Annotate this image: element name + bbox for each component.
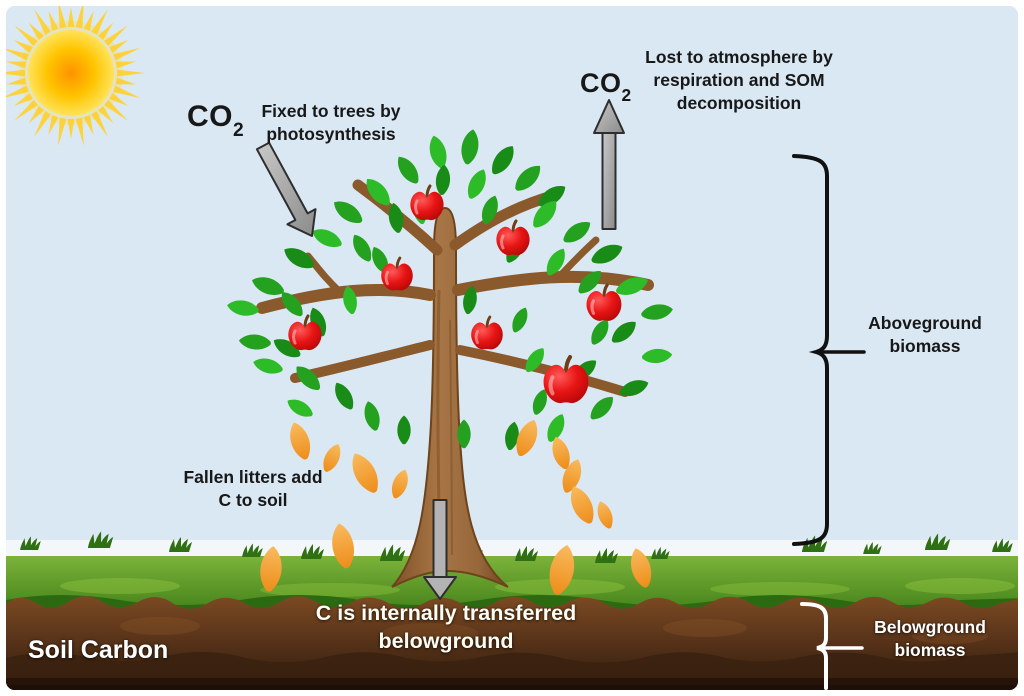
co2-label-right: CO2 <box>580 66 632 105</box>
fallen-litter-caption: Fallen litters add C to soil <box>183 467 323 511</box>
aboveground-biomass-brace <box>792 154 866 546</box>
co2-text: CO <box>580 68 622 98</box>
arrow-down-right-into-tree <box>255 141 317 237</box>
co2-text: CO <box>187 100 233 133</box>
sun-icon <box>6 6 145 146</box>
co2-subscript: 2 <box>621 84 632 105</box>
belowground-biomass-brace <box>800 602 864 690</box>
photosynthesis-caption: Fixed to trees by photosynthesis <box>261 101 401 145</box>
arrow-down-into-soil <box>423 499 457 600</box>
scene-svg <box>6 6 1018 690</box>
soil-carbon-label: Soil Carbon <box>28 636 169 664</box>
co2-label-left: CO2 <box>187 97 245 141</box>
co2-subscript: 2 <box>233 119 245 141</box>
internal-transfer-label: C is internally transferred belowground <box>315 601 577 654</box>
respiration-caption: Lost to atmosphere by respiration and SO… <box>645 47 833 114</box>
arrow-up-to-atmosphere <box>593 99 625 230</box>
belowground-biomass-label: Belowground biomass <box>874 617 986 661</box>
illustration-scene <box>6 6 1018 690</box>
soil <box>6 596 1018 690</box>
apple-tree <box>225 127 675 588</box>
aboveground-biomass-label: Aboveground biomass <box>868 313 982 357</box>
